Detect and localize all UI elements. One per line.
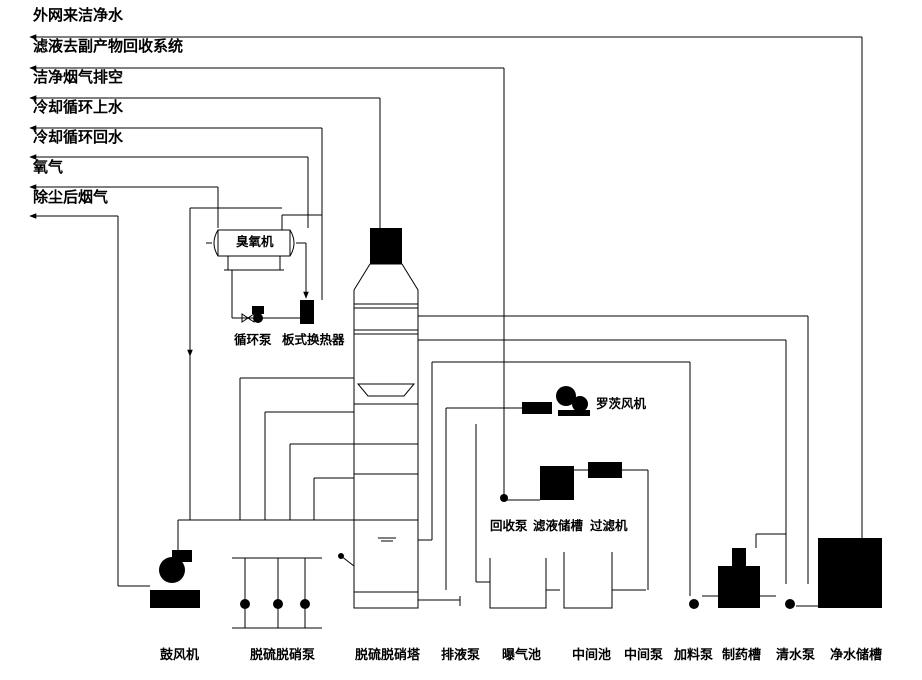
label-clean-flue-exhaust: 洁净烟气排空 <box>33 68 124 86</box>
ozone-generator-drawing <box>187 207 322 520</box>
label-blower: 鼓风机 <box>160 648 200 663</box>
label-roots-blower: 罗茨风机 <box>596 396 647 411</box>
roots-blower-drawing <box>445 386 590 590</box>
aeration-tank-drawing <box>475 424 560 609</box>
label-desulf-denitr-tower: 脱硫脱硝塔 <box>355 648 421 663</box>
label-reagent-tank: 制药槽 <box>722 648 762 663</box>
header-lines <box>29 34 863 587</box>
reagent-tank-drawing <box>689 533 786 609</box>
spray-headers <box>177 377 354 629</box>
label-recovery-pump: 回收泵 <box>490 518 528 533</box>
label-clean-water-pump: 清水泵 <box>776 648 816 663</box>
filtrate-tank-drawing <box>500 462 649 590</box>
intermediate-tank-drawing <box>563 552 646 609</box>
tower-pipes-right <box>418 315 809 596</box>
plate-heat-exchanger-drawing <box>300 300 314 324</box>
label-circulation-pump: 循环泵 <box>234 332 272 347</box>
label-drain-pump: 排液泵 <box>441 648 481 663</box>
label-filter: 过滤机 <box>590 518 628 533</box>
label-intermediate-pump: 中间泵 <box>624 648 664 663</box>
label-cooling-return: 冷却循环回水 <box>33 128 124 146</box>
label-dedusted-flue: 除尘后烟气 <box>33 188 109 206</box>
label-plate-heat-exchanger: 板式换热器 <box>282 332 345 347</box>
tower-drawing <box>338 228 690 609</box>
circulation-pump-drawing <box>241 306 264 323</box>
clean-water-tank-drawing <box>785 538 882 609</box>
blower-drawing <box>150 550 200 608</box>
label-cooling-supply: 冷却循环上水 <box>33 98 124 116</box>
label-intermediate-tank: 中间池 <box>572 648 612 663</box>
label-filtrate-tank: 滤液储槽 <box>533 518 584 533</box>
label-desulf-denitr-pump: 脱硫脱硝泵 <box>250 648 316 663</box>
label-feed-pump: 加料泵 <box>674 648 714 663</box>
label-clean-water-tank: 净水储槽 <box>830 648 883 663</box>
label-outer-clean-water: 外网来洁净水 <box>33 6 124 24</box>
label-oxygen: 氧气 <box>33 158 64 176</box>
label-filtrate-byproduct: 滤液去副产物回收系统 <box>33 37 184 55</box>
label-aeration-tank: 曝气池 <box>502 648 542 663</box>
label-ozone-generator: 臭氧机 <box>236 234 274 249</box>
